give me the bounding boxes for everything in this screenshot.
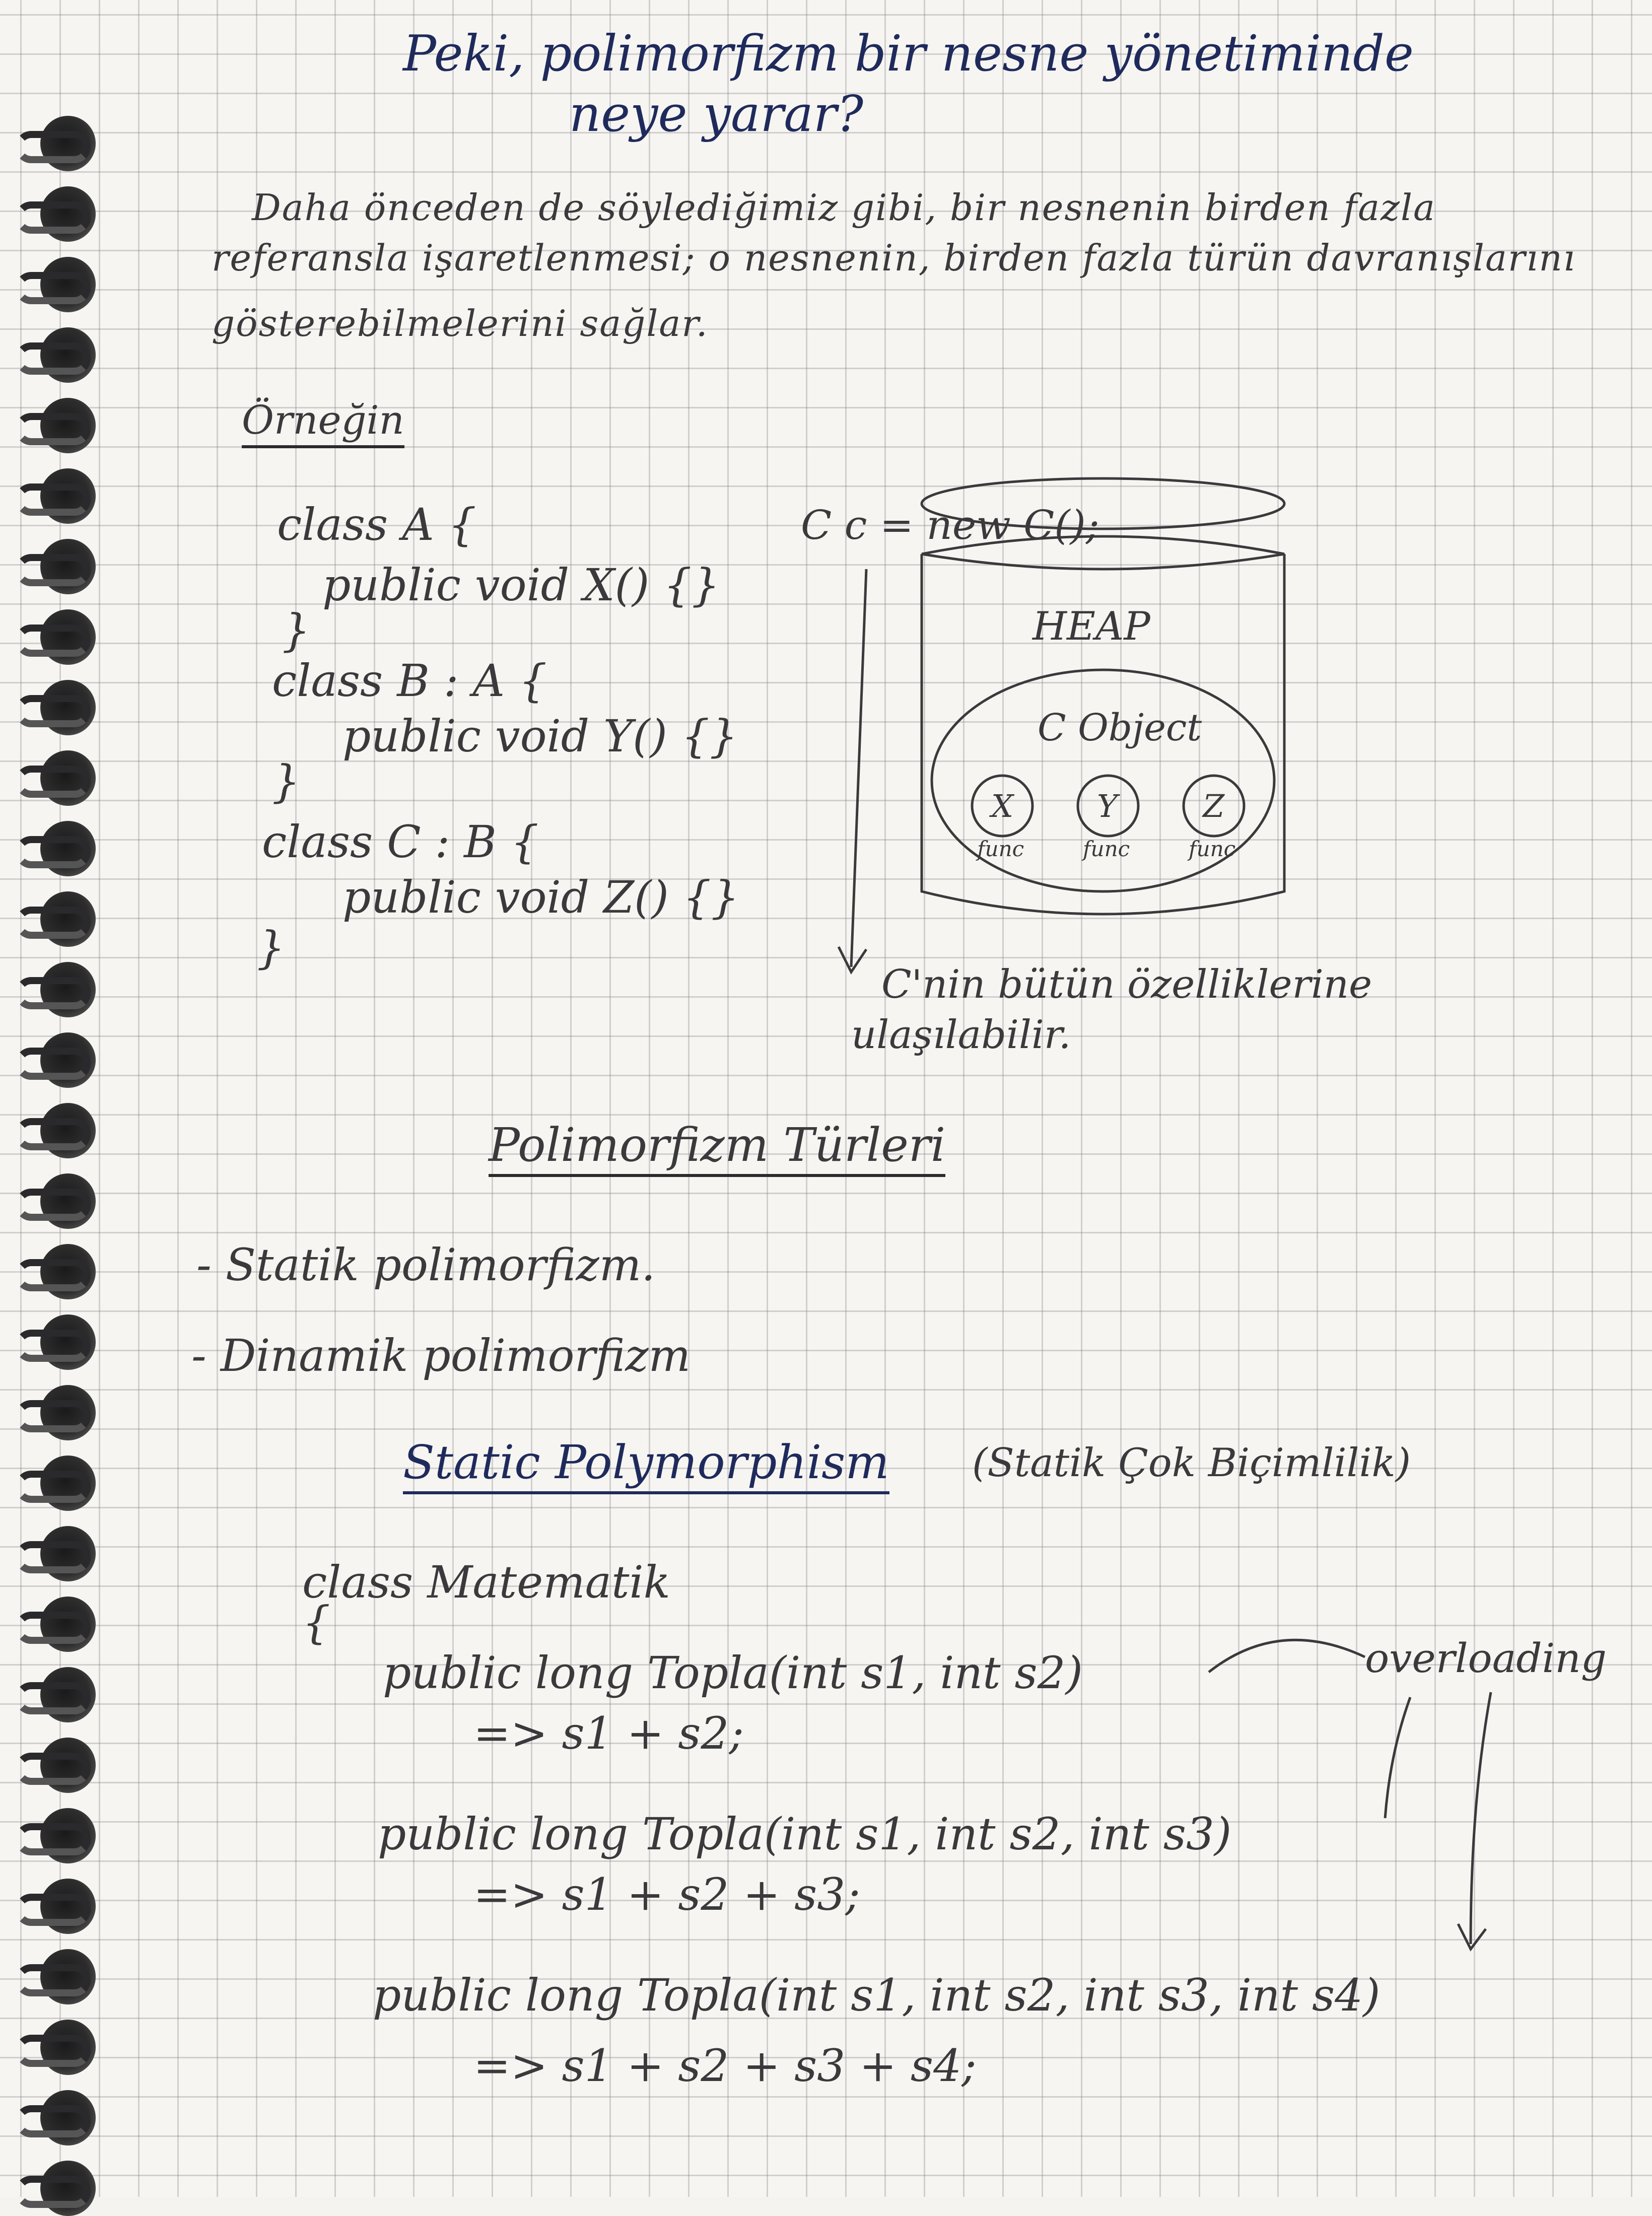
example-label: Örneğin <box>242 398 404 448</box>
binding-ring <box>15 625 91 657</box>
binding-ring <box>15 1753 91 1785</box>
method-1-signature: public long Topla(int s1, int s2) <box>383 1647 1083 1699</box>
heap-top <box>920 477 1286 530</box>
binding-ring <box>15 907 91 939</box>
binding-ring <box>15 977 91 1009</box>
heap-body <box>920 554 1286 916</box>
binding-ring <box>15 1400 91 1432</box>
binding-ring <box>15 1612 91 1644</box>
member-z-symbol: Z <box>1202 788 1225 824</box>
diagram-note-line2: ulaşılabilir. <box>851 1012 1071 1058</box>
method-3-signature: public long Topla(int s1, int s2, int s3… <box>373 1969 1381 2021</box>
binding-ring <box>15 695 91 727</box>
instantiation-text: C c = new C(); <box>801 502 1099 548</box>
binding-ring <box>15 836 91 868</box>
code-line-5: public void Y() {} <box>342 710 738 762</box>
binding-ring <box>15 272 91 304</box>
member-y-icon <box>1076 774 1140 838</box>
binding-ring <box>15 2035 91 2067</box>
binding-ring <box>15 413 91 445</box>
method-2-body: => s1 + s2 + s3; <box>473 1868 860 1920</box>
types-item-static: - Statik polimorfizm. <box>196 1239 656 1291</box>
types-item-dynamic: - Dinamik polimorfizm <box>191 1330 691 1381</box>
spiral-binding <box>0 0 116 2216</box>
binding-ring <box>15 2176 91 2208</box>
member-x-label: func <box>976 837 1024 861</box>
binding-ring <box>15 1471 91 1503</box>
code-line-9: } <box>257 922 285 974</box>
heap-top-arc <box>921 535 1285 571</box>
binding-ring <box>15 554 91 586</box>
member-z-icon <box>1182 774 1246 838</box>
binding-ring <box>15 1682 91 1714</box>
reference-arrow <box>837 569 868 975</box>
code-line-1: class A { <box>277 499 476 550</box>
code-line-4: class B : A { <box>272 655 547 707</box>
code-line-2: public void X() {} <box>322 559 720 611</box>
binding-ring <box>15 201 91 234</box>
member-x-icon <box>971 774 1034 838</box>
code-line-3: } <box>282 604 310 656</box>
heap-label: HEAP <box>1031 604 1151 649</box>
method-3-body: => s1 + s2 + s3 + s4; <box>473 2040 977 2092</box>
binding-ring <box>15 1189 91 1221</box>
method-1-body: => s1 + s2; <box>473 1707 744 1759</box>
diagram-note-line1: C'nin bütün özelliklerine <box>881 962 1372 1007</box>
binding-ring <box>15 1541 91 1573</box>
object-ellipse <box>930 668 1276 893</box>
binding-ring <box>15 342 91 375</box>
page-title-line1: Peki, polimorfizm bir nesne yönetiminde <box>403 25 1414 83</box>
intro-line2: referansla işaretlenmesi; o nesnenin, bi… <box>212 237 1576 279</box>
class-open-brace: { <box>302 1597 330 1648</box>
static-heading: Static Polymorphism <box>403 1435 889 1494</box>
member-y-label: func <box>1081 837 1130 861</box>
member-y-symbol: Y <box>1097 788 1120 824</box>
heap-diagram: C c = new C(); HEAP C Object X Y Z func … <box>801 477 1286 975</box>
object-label: C Object <box>1038 706 1202 749</box>
code-line-7: class C : B { <box>262 816 539 868</box>
binding-ring <box>15 1118 91 1150</box>
code-line-8: public void Z() {} <box>342 871 739 923</box>
member-x-symbol: X <box>989 788 1015 824</box>
page-title-line2: neye yarar? <box>569 86 864 143</box>
binding-ring <box>15 2105 91 2137</box>
binding-ring <box>15 1823 91 1855</box>
binding-ring <box>15 1330 91 1362</box>
binding-ring <box>15 766 91 798</box>
code-line-6: } <box>272 755 300 807</box>
binding-ring <box>15 483 91 516</box>
overloading-label: overloading <box>1365 1635 1607 1682</box>
class-matematik: class Matematik <box>302 1556 670 1608</box>
binding-ring <box>15 1894 91 1926</box>
binding-ring <box>15 1259 91 1291</box>
method-2-signature: public long Topla(int s1, int s2, int s3… <box>378 1808 1232 1860</box>
binding-ring <box>15 1964 91 1996</box>
intro-line1: Daha önceden de söylediğimiz gibi, bir n… <box>252 186 1436 229</box>
intro-line3: gösterebilmelerini sağlar. <box>212 302 709 344</box>
member-z-label: func <box>1187 837 1235 861</box>
binding-ring <box>15 1048 91 1080</box>
types-heading: Polimorfizm Türleri <box>489 1118 946 1177</box>
static-subtitle: (Statik Çok Biçimlilik) <box>972 1440 1411 1486</box>
overloading-annotation: overloading <box>1208 1635 1607 1952</box>
binding-ring <box>15 131 91 163</box>
